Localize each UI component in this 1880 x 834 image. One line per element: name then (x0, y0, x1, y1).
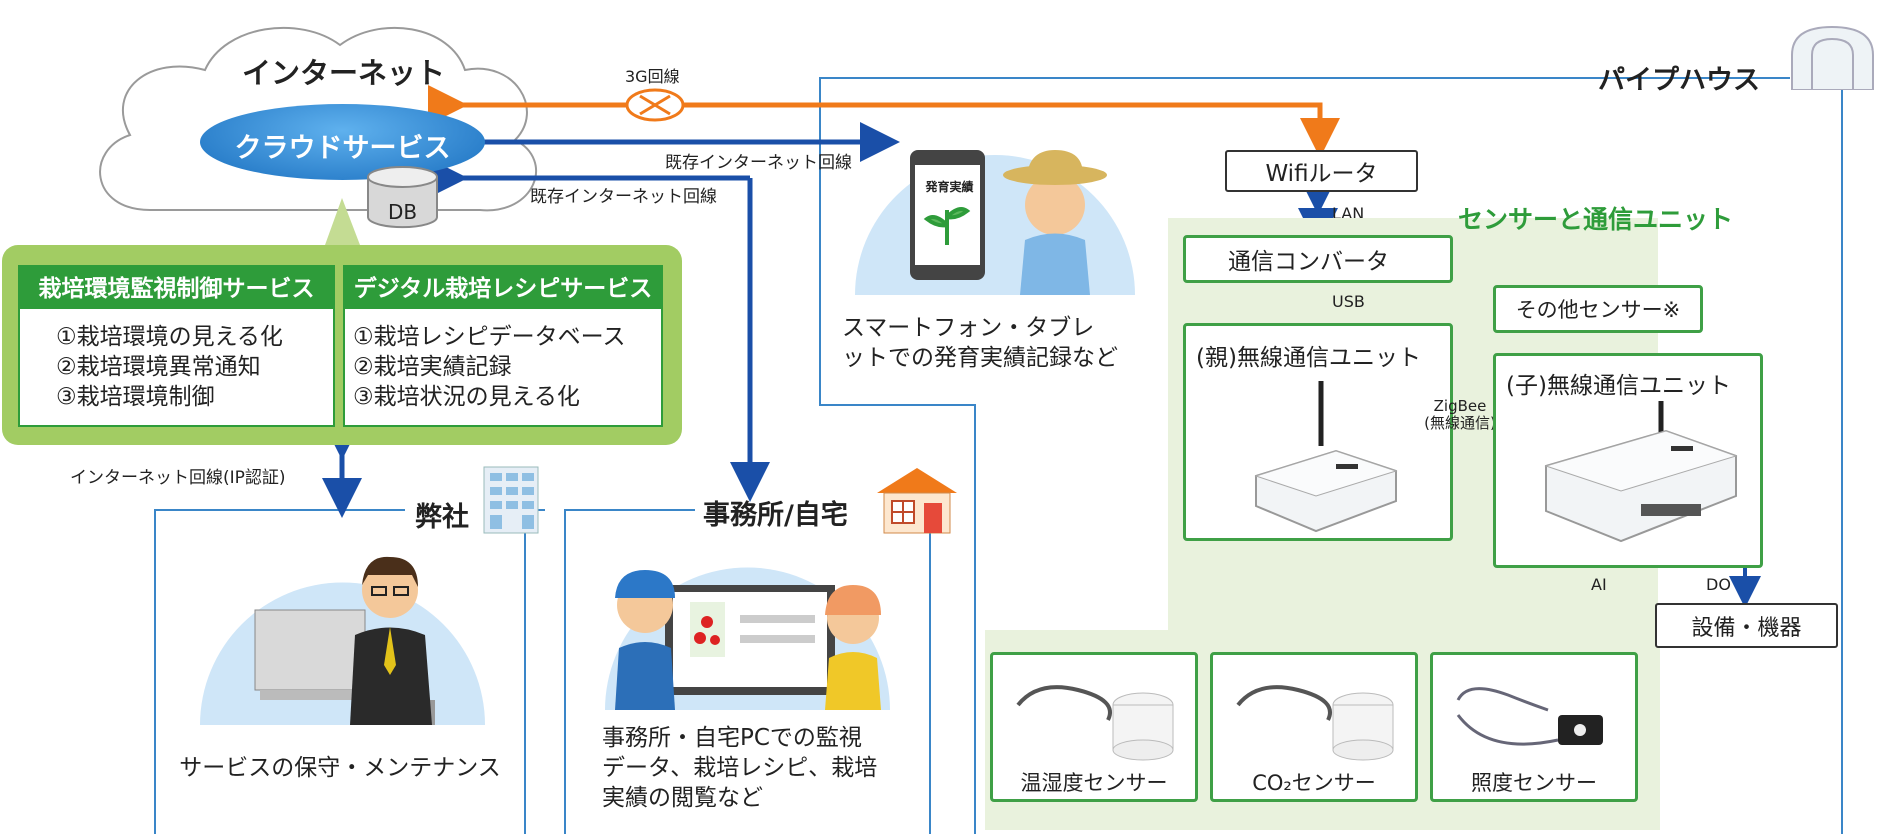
internet-ip-label: インターネット回線(IP認証) (70, 468, 286, 488)
usb-label: USB (1332, 292, 1365, 311)
left-service-item: ②栽培環境異常通知 (56, 354, 261, 380)
zigbee-label-line: ZigBee (1433, 397, 1487, 415)
office-outline (564, 509, 695, 834)
ai-label: AI (1591, 575, 1607, 594)
office-caption: 事務所・自宅PCでの監視 データ、栽培レシピ、栽培 実績の閲覧など (602, 723, 877, 813)
zigbee-label-line: (無線通信) (1424, 414, 1496, 432)
office-caption-line: 事務所・自宅PCでの監視 (602, 725, 862, 751)
company-outline (154, 509, 405, 834)
smartphone-caption-line: ットでの発育実績記録など (842, 345, 1118, 371)
illuminance-sensor-icon (1456, 687, 1603, 746)
greenhouse-icon (1790, 25, 1875, 91)
database-icon (365, 165, 440, 230)
other-sensor-box: その他センサー※ (1493, 285, 1703, 333)
pipehouse-title: パイプハウス (1598, 65, 1760, 96)
company-title: 弊社 (415, 502, 469, 533)
do-label: DO (1706, 575, 1731, 594)
company-caption: サービスの保守・メンテナンス (179, 755, 501, 781)
db-label: DB (387, 200, 418, 224)
smartphone-screen-label: 発育実績 (925, 180, 974, 194)
right-service-header: デジタル栽培レシピサービス (343, 265, 663, 307)
parent-unit-label: (親)無線通信ユニット (1196, 345, 1421, 371)
cloud-service-label: クラウドサービス (234, 133, 451, 164)
converter-box: 通信コンバータ (1183, 235, 1453, 283)
threeg-label: 3G回線 (625, 67, 680, 86)
sensor-label: 温湿度センサー (1020, 771, 1168, 795)
left-service-header: 栽培環境監視制御サービス (18, 265, 335, 307)
office-caption-line: 実績の閲覧など (602, 785, 763, 811)
smartphone-caption-line: スマートフォン・タブレ (842, 315, 1095, 341)
left-service-item: ①栽培環境の見える化 (56, 324, 283, 350)
zigbee-label: ZigBee (無線通信) (1415, 398, 1505, 432)
temp-humidity-sensor-box: 温湿度センサー (990, 652, 1198, 802)
office-caption-line: データ、栽培レシピ、栽培 (602, 755, 878, 781)
smartphone-illustration (855, 135, 1135, 295)
illuminance-sensor-box: 照度センサー (1430, 652, 1638, 802)
parent-device-icon (1254, 381, 1398, 533)
office-building-icon (482, 465, 540, 535)
child-unit-label: (子)無線通信ユニット (1506, 373, 1731, 399)
sensor-label: CO₂センサー (1252, 771, 1376, 795)
sensor-unit-title: センサーと通信ユニット (1458, 205, 1734, 234)
existing-line-label-2: 既存インターネット回線 (530, 187, 717, 207)
right-service-list: ①栽培レシピデータベース ②栽培実績記録 ③栽培状況の見える化 (343, 307, 663, 427)
temp-humidity-sensor-icon (1016, 685, 1174, 761)
internet-title: インターネット (242, 56, 446, 90)
right-service-item: ②栽培実績記録 (353, 354, 512, 380)
wifi-router-box: Wifiルータ (1225, 150, 1418, 192)
child-unit-box: (子)無線通信ユニット (1493, 353, 1763, 568)
sensor-label: 照度センサー (1471, 771, 1597, 795)
smartphone-caption: スマートフォン・タブレ ットでの発育実績記録など (842, 313, 1118, 373)
co2-sensor-icon (1236, 685, 1394, 761)
right-service-item: ③栽培状況の見える化 (353, 384, 580, 410)
child-device-icon (1544, 401, 1738, 543)
co2-sensor-box: CO₂センサー (1210, 652, 1418, 802)
left-service-item: ③栽培環境制御 (56, 384, 215, 410)
parent-unit-box: (親)無線通信ユニット (1183, 323, 1453, 541)
maintenance-illustration (200, 535, 485, 725)
right-service-item: ①栽培レシピデータベース (353, 324, 626, 350)
left-service-list: ①栽培環境の見える化 ②栽培環境異常通知 ③栽培環境制御 (18, 307, 335, 427)
equipment-box: 設備・機器 (1655, 603, 1838, 648)
existing-line-label-1: 既存インターネット回線 (665, 153, 852, 173)
cloud-service-ellipse (200, 104, 485, 180)
office-title: 事務所/自宅 (703, 500, 848, 531)
office-pc-illustration (605, 540, 890, 710)
pipehouse-outline (819, 77, 1790, 834)
house-icon (872, 465, 962, 535)
